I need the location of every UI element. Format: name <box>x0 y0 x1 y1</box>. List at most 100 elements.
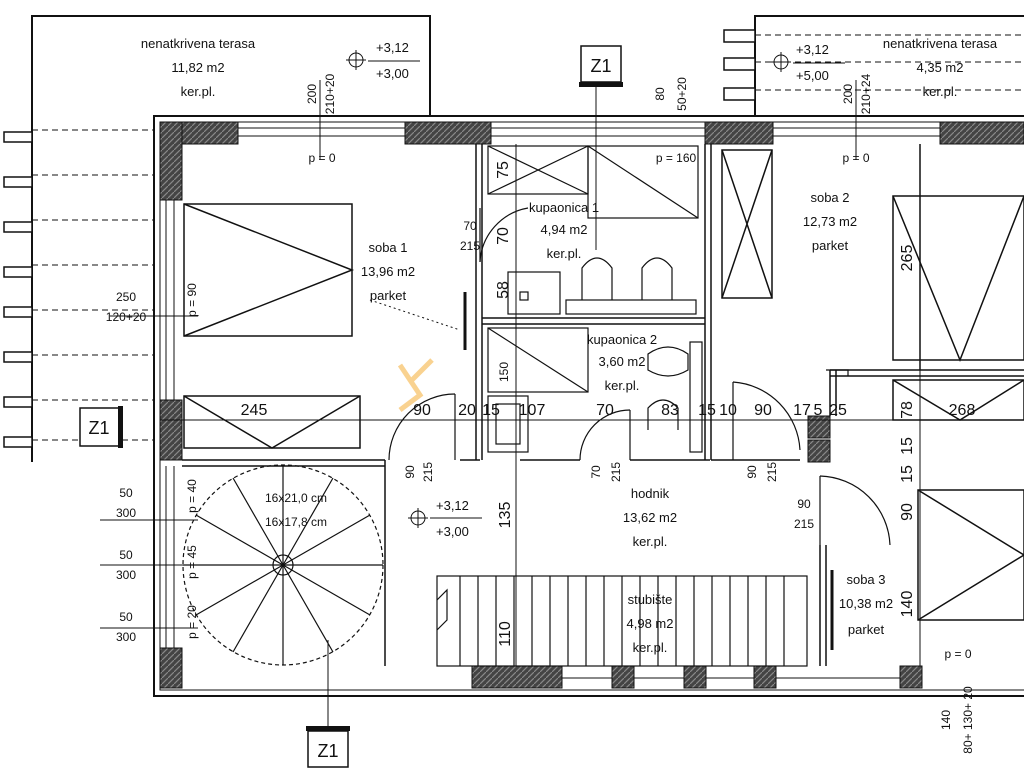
svg-text:200: 200 <box>841 84 855 104</box>
svg-text:4,94 m2: 4,94 m2 <box>541 222 588 237</box>
svg-text:70: 70 <box>463 219 477 233</box>
svg-text:17: 17 <box>793 402 811 419</box>
spiral-staircase <box>182 464 384 666</box>
stair-label-2: 16x17,8 cm <box>265 515 327 529</box>
svg-text:5: 5 <box>814 402 823 419</box>
room-label-soba2: soba 2 12,73 m2 parket <box>803 190 857 253</box>
svg-text:265: 265 <box>899 245 916 272</box>
svg-text:kupaonica 2: kupaonica 2 <box>587 332 657 347</box>
svg-text:107: 107 <box>519 402 546 419</box>
svg-text:15: 15 <box>899 437 916 455</box>
svg-text:p = 0: p = 0 <box>842 151 869 165</box>
svg-text:p = 45: p = 45 <box>185 545 199 579</box>
railing-right <box>723 29 756 101</box>
room-label-soba1: soba 1 13,96 m2 parket <box>361 240 415 303</box>
room-label-stubiste: stubište 4,98 m2 ker.pl. <box>627 592 674 655</box>
svg-text:p = 0: p = 0 <box>944 647 971 661</box>
svg-text:soba 3: soba 3 <box>846 572 885 587</box>
doors <box>388 207 891 650</box>
room-label-terrace-left: nenatkrivena terasa 11,82 m2 ker.pl. <box>141 36 256 99</box>
svg-text:soba 1: soba 1 <box>368 240 407 255</box>
svg-text:15: 15 <box>482 402 500 419</box>
svg-text:50+20: 50+20 <box>675 77 689 111</box>
svg-text:Z1: Z1 <box>590 56 611 76</box>
bed-soba1 <box>183 203 355 337</box>
svg-text:70: 70 <box>596 402 614 419</box>
svg-text:215: 215 <box>794 517 814 531</box>
svg-text:nenatkrivena terasa: nenatkrivena terasa <box>883 36 998 51</box>
svg-text:50: 50 <box>119 610 133 624</box>
svg-text:90: 90 <box>797 497 811 511</box>
svg-text:15: 15 <box>698 402 716 419</box>
wardrobe-soba2 <box>721 149 773 299</box>
wardrobe-soba1 <box>183 395 361 449</box>
room-label-kupaonica1: kupaonica 1 4,94 m2 ker.pl. <box>529 200 599 261</box>
svg-text:p = 0: p = 0 <box>308 151 335 165</box>
svg-text:90: 90 <box>403 465 417 479</box>
svg-text:50: 50 <box>119 548 133 562</box>
svg-text:ker.pl.: ker.pl. <box>605 378 640 393</box>
svg-text:ker.pl.: ker.pl. <box>547 246 582 261</box>
svg-text:215: 215 <box>609 462 623 482</box>
svg-text:p = 90: p = 90 <box>185 283 199 317</box>
svg-text:15: 15 <box>899 465 916 483</box>
svg-text:70: 70 <box>589 465 603 479</box>
bed-soba3 <box>917 489 1024 621</box>
room-label-terrace-right: nenatkrivena terasa 4,35 m2 ker.pl. <box>883 36 998 99</box>
svg-text:p = 40: p = 40 <box>185 479 199 513</box>
svg-text:210+24: 210+24 <box>859 73 873 114</box>
svg-text:20: 20 <box>458 402 476 419</box>
section-mark-left: Z1 <box>79 406 123 448</box>
svg-text:p = 160: p = 160 <box>656 151 697 165</box>
svg-text:215: 215 <box>765 462 779 482</box>
room-label-hodnik: hodnik 13,62 m2 ker.pl. <box>623 486 677 549</box>
svg-text:215: 215 <box>421 462 435 482</box>
svg-text:215: 215 <box>460 239 480 253</box>
svg-text:ker.pl.: ker.pl. <box>181 84 216 99</box>
svg-text:300: 300 <box>116 506 136 520</box>
svg-text:nenatkrivena terasa: nenatkrivena terasa <box>141 36 256 51</box>
svg-text:25: 25 <box>829 402 847 419</box>
svg-text:78: 78 <box>899 401 916 419</box>
svg-text:parket: parket <box>812 238 849 253</box>
svg-text:Z1: Z1 <box>88 418 109 438</box>
room-label-kupaonica2: kupaonica 2 3,60 m2 ker.pl. <box>587 332 657 393</box>
svg-text:kupaonica 1: kupaonica 1 <box>529 200 599 215</box>
toilets-kupaonica1 <box>507 257 697 315</box>
shower-kupaonica1 <box>487 145 699 219</box>
fixtures-kupaonica2 <box>487 327 703 453</box>
svg-text:ker.pl.: ker.pl. <box>633 534 668 549</box>
svg-text:150: 150 <box>497 362 511 382</box>
svg-text:soba 2: soba 2 <box>810 190 849 205</box>
wall-columns <box>159 121 1024 689</box>
section-mark-bottom: Z1 <box>306 726 350 768</box>
svg-text:90: 90 <box>899 503 916 521</box>
svg-text:120+20: 120+20 <box>106 310 147 324</box>
svg-text:58: 58 <box>495 281 512 299</box>
svg-text:p = 20: p = 20 <box>185 605 199 639</box>
svg-text:ker.pl.: ker.pl. <box>923 84 958 99</box>
terrace-left <box>31 15 431 462</box>
svg-text:300: 300 <box>116 568 136 582</box>
svg-text:13,62 m2: 13,62 m2 <box>623 510 677 525</box>
level-hall-top: +3,12 <box>436 498 469 513</box>
dimension-texts: 245 90 20 15 107 70 83 15 10 90 17 5 25 … <box>106 73 976 753</box>
svg-text:hodnik: hodnik <box>631 486 670 501</box>
dimension-lines <box>100 80 1024 726</box>
svg-text:83: 83 <box>661 402 679 419</box>
railing-left <box>3 131 33 448</box>
svg-text:90: 90 <box>745 465 759 479</box>
svg-text:12,73 m2: 12,73 m2 <box>803 214 857 229</box>
svg-text:50: 50 <box>119 486 133 500</box>
svg-text:10: 10 <box>719 402 737 419</box>
svg-text:70: 70 <box>495 227 512 245</box>
svg-text:135: 135 <box>497 502 514 529</box>
level-marker-terrace <box>346 50 420 70</box>
svg-text:245: 245 <box>241 402 268 419</box>
svg-text:80: 80 <box>653 87 667 101</box>
svg-text:3,60 m2: 3,60 m2 <box>599 354 646 369</box>
straight-stairs <box>436 575 808 667</box>
logo-watermark <box>397 358 434 412</box>
svg-text:10,38 m2: 10,38 m2 <box>839 596 893 611</box>
svg-text:90: 90 <box>413 402 431 419</box>
